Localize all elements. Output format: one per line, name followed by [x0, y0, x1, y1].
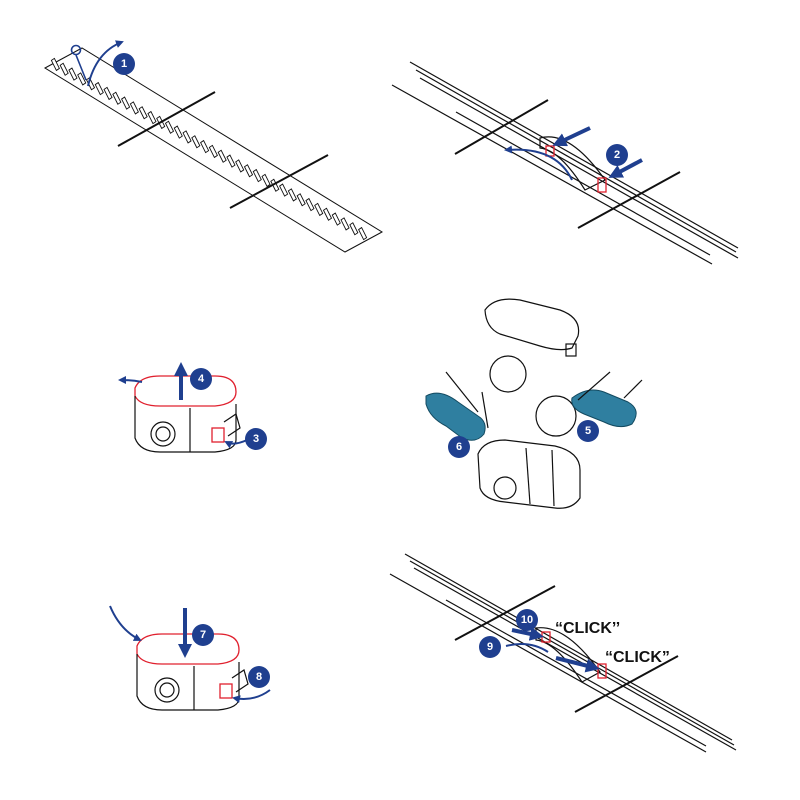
step-badge-5: 5 [577, 420, 599, 442]
grate-slot [358, 226, 368, 241]
step-badge-6: 6 [448, 436, 470, 458]
grate-slot [217, 149, 227, 163]
grate-slot [68, 67, 78, 81]
trench-edge-line [454, 585, 556, 641]
svg-text:7: 7 [200, 629, 206, 641]
click-label-lower: “CLICK” [605, 649, 670, 666]
float-ball [489, 355, 527, 393]
drain-grate [43, 47, 384, 253]
grate-slot [94, 81, 104, 96]
grate-slot [191, 135, 201, 149]
svg-text:3: 3 [253, 433, 259, 445]
svg-text:9: 9 [487, 641, 493, 653]
svg-text:6: 6 [456, 441, 462, 453]
grate-slot [164, 120, 175, 134]
grate-slot [59, 62, 69, 76]
grate-slot [200, 139, 210, 154]
trap-lid [484, 298, 580, 357]
insert-arrow [511, 627, 544, 641]
grate-slot [112, 91, 122, 105]
step-badge-1: 1 [113, 53, 135, 75]
grate-slot [235, 159, 245, 173]
grate-slot [208, 144, 218, 159]
drain-channel [389, 553, 737, 753]
trap-body [477, 439, 581, 509]
trench-edge-line [229, 154, 329, 209]
step-badge-7: 7 [192, 624, 214, 646]
grate-slot [331, 212, 341, 226]
step-badge-2: 2 [606, 144, 628, 166]
grate-slot [129, 101, 139, 115]
trap-lid-highlight [134, 375, 237, 407]
panel-trap-release [391, 61, 739, 265]
grate-slot [77, 72, 87, 86]
lift-arrow [87, 40, 124, 87]
grate-slot [261, 173, 271, 188]
panel-close-trap [109, 605, 271, 711]
step-badge-8: 8 [248, 666, 270, 688]
grate-slot [243, 164, 254, 178]
grate-slot [173, 125, 183, 139]
press-arrow [552, 126, 591, 147]
grate-slot [50, 57, 60, 72]
svg-text:2: 2 [614, 149, 620, 161]
trench-edge-line [577, 171, 681, 229]
insert-arrow [109, 605, 142, 641]
grate-slot [305, 197, 315, 212]
grate-slot [322, 207, 333, 221]
hook-tool [70, 44, 87, 81]
odour-trap [136, 633, 249, 711]
svg-text:5: 5 [585, 425, 591, 437]
grate-slot [287, 188, 297, 202]
press-clip-arrow [224, 439, 248, 449]
gloved-hand-left [425, 371, 489, 441]
grate-slot [252, 168, 262, 183]
insert-arrow [555, 656, 600, 673]
click-label-upper: “CLICK’’ [555, 620, 620, 637]
trench-edge-line [454, 99, 549, 155]
grate-slot [340, 217, 350, 231]
grate-slot [226, 154, 236, 168]
step-badge-10: 10 [516, 609, 538, 631]
step-badge-9: 9 [479, 636, 501, 658]
float-ball [535, 395, 577, 437]
gloved-hand-right [571, 371, 643, 428]
grate-slot [296, 193, 306, 207]
grate-slot [279, 183, 289, 197]
panel-reinsert: “CLICK’’ “CLICK” [389, 553, 737, 753]
odour-trap [134, 375, 241, 453]
panel-cleaning [425, 298, 643, 509]
step-badge-3: 3 [245, 428, 267, 450]
drain-channel [391, 61, 739, 265]
svg-text:4: 4 [198, 373, 205, 385]
svg-text:1: 1 [121, 58, 127, 70]
press-arrow [608, 158, 643, 178]
grate-slot [103, 86, 113, 101]
grate-slot [182, 130, 192, 144]
step-badge-4: 4 [190, 368, 212, 390]
svg-text:10: 10 [521, 614, 533, 626]
trench-edge-line [574, 655, 679, 713]
trench-edge-line [117, 91, 216, 147]
release-arrow [118, 376, 143, 385]
panel-open-trap [118, 362, 248, 453]
pivot-arrow [505, 643, 549, 653]
trap-lid-highlight [136, 633, 240, 665]
grate-slot [138, 106, 148, 120]
remove-arrow [504, 145, 573, 181]
grate-slot [147, 110, 157, 125]
grate-slot [349, 222, 359, 236]
grate-slot [121, 96, 131, 110]
svg-text:8: 8 [256, 671, 262, 683]
clip-arrow [232, 689, 271, 704]
panel-grate-removal [43, 40, 384, 253]
grate-slot [314, 202, 324, 217]
